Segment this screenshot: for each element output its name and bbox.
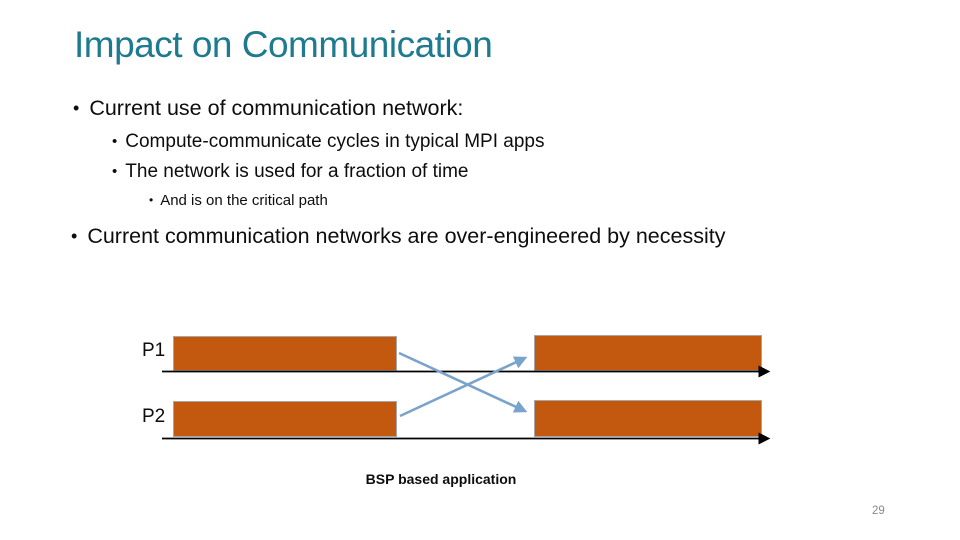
diagram-caption: BSP based application xyxy=(365,471,517,487)
bullet-marker: • xyxy=(73,98,80,118)
page-number: 29 xyxy=(872,505,885,517)
page-title: Impact on Communication xyxy=(74,24,493,65)
bullet-text: Current communication networks are over-… xyxy=(87,224,726,248)
bullet-item-level1: • Current communication networks are over… xyxy=(71,224,725,249)
bullet-text: The network is used for a fraction of ti… xyxy=(125,161,469,182)
p2-compute-block-1 xyxy=(173,401,397,437)
message-arrow-p2-to-p1 xyxy=(399,356,528,418)
bullet-item-level3: • And is on the critical path xyxy=(149,192,328,209)
bullet-marker: • xyxy=(149,193,154,207)
bullet-item-level2: • Compute-communicate cycles in typical M… xyxy=(112,131,544,153)
process-p2-label: P2 xyxy=(142,406,166,427)
bullet-marker: • xyxy=(112,163,118,180)
bullet-item-level2: • The network is used for a fraction of t… xyxy=(112,161,468,183)
bullet-text: Current use of communication network: xyxy=(89,96,464,120)
p1-compute-block-1 xyxy=(173,336,397,371)
bullet-marker: • xyxy=(112,133,118,150)
p2-compute-block-2 xyxy=(534,400,762,437)
message-arrow-p1-to-p2 xyxy=(398,351,528,413)
bullet-text: Compute-communicate cycles in typical MP… xyxy=(125,131,545,152)
bullet-marker: • xyxy=(71,226,78,246)
p1-compute-block-2 xyxy=(534,335,762,371)
bullet-text: And is on the critical path xyxy=(160,192,328,209)
bullet-item-level1: • Current use of communication network: xyxy=(73,96,463,121)
process-p1-label: P1 xyxy=(142,340,166,361)
